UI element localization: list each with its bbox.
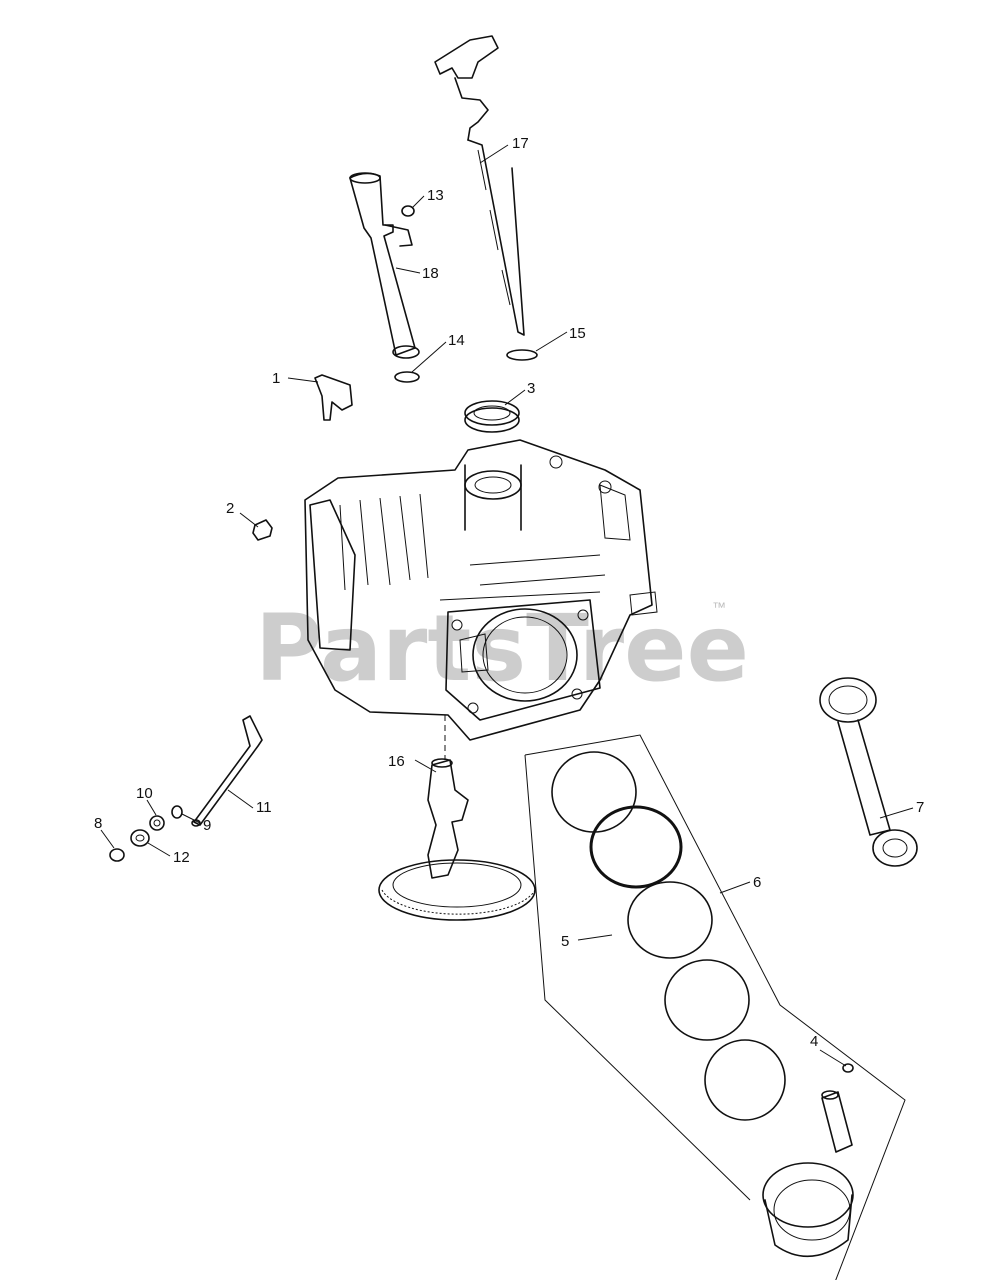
bracket-part-1 [314, 374, 353, 421]
piston-ring-2 [589, 805, 683, 889]
crankcase-block [304, 439, 658, 760]
piston-ring-3 [627, 881, 713, 959]
trademark-symbol: ™ [712, 599, 726, 615]
piston-ring-5 [704, 1039, 786, 1121]
callout-12: 12 [173, 849, 190, 866]
callout-3: 3 [527, 380, 535, 397]
piston [762, 1162, 854, 1258]
clip-part-2 [252, 519, 273, 541]
callout-15: 15 [569, 325, 586, 342]
callout-labels: 1 2 3 4 5 6 7 8 9 10 11 12 13 14 15 16 1… [94, 135, 924, 1050]
nut-part-13 [401, 205, 415, 217]
callout-8: 8 [94, 815, 102, 832]
gasket-part-15 [506, 349, 538, 361]
callout-18: 18 [422, 265, 439, 282]
oil-seal-part-3 [464, 400, 520, 433]
nut-part-10 [149, 815, 165, 831]
callout-5: 5 [561, 933, 569, 950]
callout-10: 10 [136, 785, 153, 802]
piston-ring-1 [551, 751, 637, 833]
callout-1: 1 [272, 370, 280, 387]
pin-clip-part-4 [842, 1063, 854, 1073]
callout-11: 11 [256, 799, 272, 816]
dipstick-part-17 [434, 35, 525, 336]
leader-lines [100, 144, 914, 1067]
nut-part-8 [109, 848, 125, 862]
connecting-rod-part-7 [819, 677, 918, 867]
callout-16: 16 [388, 753, 405, 770]
washer-part-9 [171, 805, 183, 819]
piston-ring-set [524, 734, 906, 1280]
piston-ring-4 [664, 959, 750, 1041]
callout-2: 2 [226, 500, 234, 517]
callout-9: 9 [203, 817, 211, 834]
callout-6: 6 [753, 874, 761, 891]
callout-17: 17 [512, 135, 529, 152]
piston-pin [821, 1090, 853, 1153]
oil-fill-tube-part-18 [349, 172, 420, 359]
callout-7: 7 [916, 799, 924, 816]
callout-14: 14 [448, 332, 465, 349]
breather-tube-part-11 [191, 715, 263, 827]
camshaft-part-16 [378, 758, 536, 921]
callout-13: 13 [427, 187, 444, 204]
o-ring-part-14 [394, 371, 420, 383]
washer-part-12 [130, 829, 150, 847]
callout-4: 4 [810, 1033, 818, 1050]
